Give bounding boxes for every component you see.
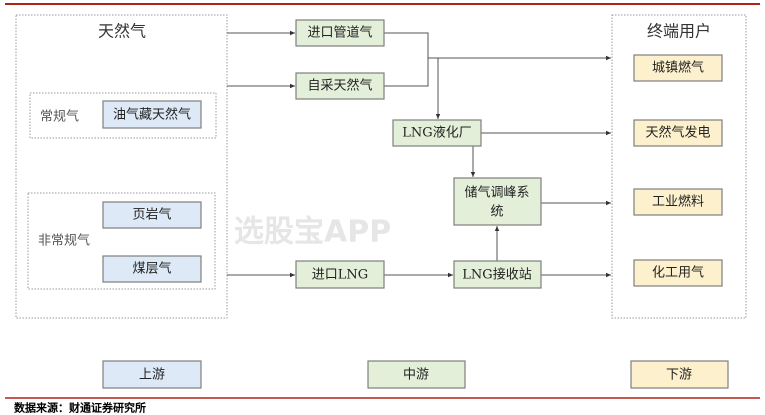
gas-power-box	[633, 119, 723, 147]
chemical-gas-box	[633, 259, 723, 287]
legend-midstream-label: 中游	[403, 368, 429, 383]
import-pipeline-box	[295, 19, 385, 47]
legend-midstream-box	[367, 360, 466, 389]
lng-terminal-label: LNG接收站	[462, 267, 531, 283]
storage-peak-label-line1: 储气调峰系	[464, 185, 529, 201]
unconventional-label: 非常规气	[38, 233, 90, 249]
coalbed-gas-label: 煤层气	[132, 261, 171, 277]
shale-gas-label: 页岩气	[132, 207, 171, 223]
city-gas-box	[633, 54, 723, 82]
domestic-gas-box	[295, 72, 385, 100]
gas-power-label: 天然气发电	[645, 125, 710, 141]
oil-gas-reservoir-label: 油气藏天然气	[113, 107, 191, 123]
pipeline-merge-line	[384, 32, 429, 87]
shale-gas-box	[102, 201, 202, 229]
import-lng-label: 进口LNG	[312, 268, 368, 283]
import-pipeline-label: 进口管道气	[307, 25, 372, 41]
watermark: 选股宝APP	[234, 215, 391, 250]
lng-terminal-box	[453, 260, 542, 289]
source-note: 数据来源：财通证券研究所	[14, 401, 146, 415]
coalbed-gas-box	[102, 255, 202, 283]
domestic-gas-label: 自采天然气	[307, 78, 372, 94]
legend-downstream-label: 下游	[666, 368, 692, 383]
lng-plant-label: LNG液化厂	[402, 126, 471, 141]
legend-upstream-box	[102, 360, 202, 389]
storage-peak-box	[453, 177, 542, 226]
lng-plant-box	[392, 119, 482, 147]
downstream-title: 终端用户	[647, 22, 711, 41]
upstream-title: 天然气	[98, 22, 146, 41]
import-lng-box	[295, 260, 385, 289]
chemical-gas-label: 化工用气	[652, 265, 704, 281]
industrial-fuel-box	[633, 188, 723, 216]
industrial-fuel-label: 工业燃料	[652, 194, 704, 210]
city-gas-label: 城镇燃气	[652, 60, 704, 76]
connectors	[227, 30, 611, 278]
storage-peak-label-line2: 统	[490, 205, 503, 220]
conventional-label: 常规气	[40, 109, 79, 125]
oil-gas-reservoir-box	[102, 100, 202, 129]
legend-downstream-box	[630, 360, 729, 389]
legend-upstream-label: 上游	[139, 368, 165, 383]
